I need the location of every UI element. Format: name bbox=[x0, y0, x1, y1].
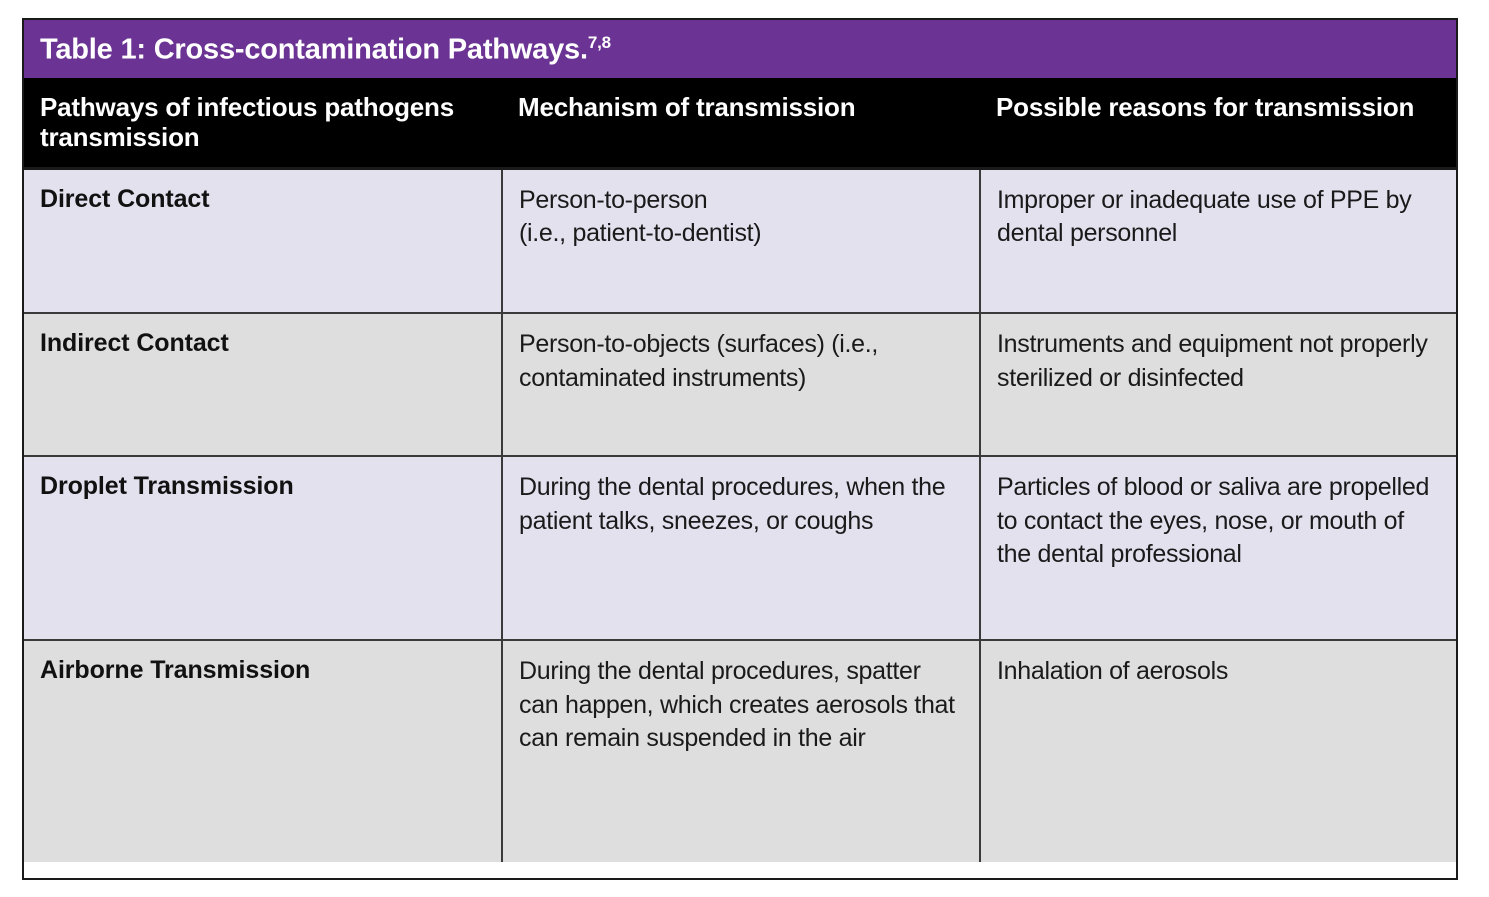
cell-pathway: Direct Contact bbox=[24, 168, 502, 315]
column-header-mechanism: Mechanism of transmission bbox=[502, 80, 980, 170]
mechanism-text: Person-to-person (i.e., patient-to-denti… bbox=[519, 185, 762, 248]
table-row: Airborne Transmission During the dental … bbox=[24, 640, 1456, 863]
table-header: Pathways of infectious pathogens transmi… bbox=[24, 80, 1456, 170]
cell-mechanism: Person-to-person (i.e., patient-to-denti… bbox=[501, 168, 980, 315]
pathway-label: Direct Contact bbox=[40, 184, 210, 213]
table-body: Direct Contact Person-to-person (i.e., p… bbox=[24, 168, 1456, 863]
table-grid: Pathways of infectious pathogens transmi… bbox=[24, 80, 1456, 863]
reason-text: Particles of blood or saliva are propell… bbox=[997, 473, 1430, 568]
mechanism-text: Person-to-objects (surfaces) (i.e., cont… bbox=[519, 330, 879, 392]
table-caption-text: Table 1: Cross-contamination Pathways. bbox=[40, 33, 588, 66]
mechanism-text: During the dental procedures, when the p… bbox=[519, 473, 946, 535]
mechanism-text: During the dental procedures, spatter ca… bbox=[519, 657, 955, 752]
cell-mechanism: Person-to-objects (surfaces) (i.e., cont… bbox=[501, 313, 980, 458]
table-row: Droplet Transmission During the dental p… bbox=[24, 456, 1456, 642]
reason-text: Improper or inadequate use of PPE by den… bbox=[997, 185, 1412, 248]
table-row: Indirect Contact Person-to-objects (surf… bbox=[24, 313, 1456, 458]
pathway-label: Droplet Transmission bbox=[40, 472, 294, 501]
reason-text: Instruments and equipment not properly s… bbox=[997, 330, 1428, 392]
cell-reason: Inhalation of aerosols bbox=[979, 640, 1456, 863]
cross-contamination-table: Table 1: Cross-contamination Pathways.7,… bbox=[22, 18, 1458, 880]
table-caption: Table 1: Cross-contamination Pathways.7,… bbox=[40, 34, 611, 65]
column-header-reasons: Possible reasons for transmission bbox=[980, 80, 1456, 170]
cell-mechanism: During the dental procedures, when the p… bbox=[501, 456, 980, 642]
cell-pathway: Droplet Transmission bbox=[24, 456, 502, 642]
cell-pathway: Airborne Transmission bbox=[24, 640, 502, 863]
table-caption-bar: Table 1: Cross-contamination Pathways.7,… bbox=[24, 20, 1456, 80]
cell-reason: Particles of blood or saliva are propell… bbox=[979, 456, 1456, 642]
cell-reason: Improper or inadequate use of PPE by den… bbox=[979, 168, 1456, 315]
header-row: Pathways of infectious pathogens transmi… bbox=[24, 80, 1456, 170]
pathway-label: Indirect Contact bbox=[40, 329, 229, 358]
table-caption-superscript: 7,8 bbox=[587, 32, 611, 52]
column-header-pathways: Pathways of infectious pathogens transmi… bbox=[24, 80, 502, 170]
pathway-label: Airborne Transmission bbox=[40, 656, 311, 685]
cell-pathway: Indirect Contact bbox=[24, 313, 502, 458]
table-row: Direct Contact Person-to-person (i.e., p… bbox=[24, 168, 1456, 315]
cell-reason: Instruments and equipment not properly s… bbox=[979, 313, 1456, 458]
reason-text: Inhalation of aerosols bbox=[997, 657, 1229, 686]
cell-mechanism: During the dental procedures, spatter ca… bbox=[501, 640, 980, 863]
